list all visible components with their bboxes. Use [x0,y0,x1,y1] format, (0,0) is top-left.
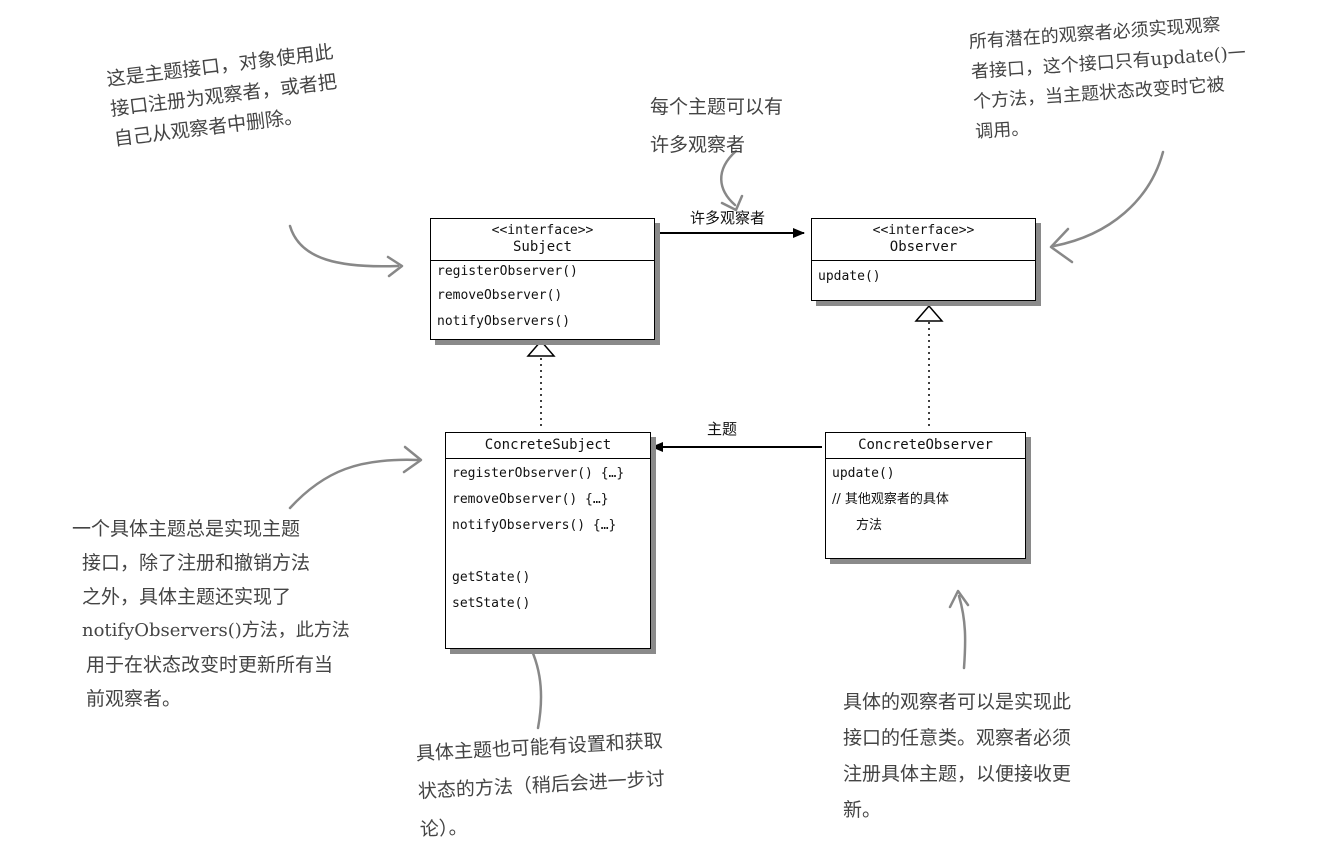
concrete-subject-box: ConcreteSubject registerObserver() {…} r… [445,432,651,649]
subject-header: <<interface>> Subject [431,219,654,261]
concrete-observer-op: 方法 [856,518,883,533]
concrete-subject-op: getState() [452,570,531,585]
concrete-observer-op: update() [832,466,895,481]
concrete-observer-note-arrow [957,594,967,670]
note-line: 前观察者。 [86,688,182,710]
many-observers-arrow-head [720,194,744,212]
many-observers-note: 每个主题可以有 许多观察者 [650,88,783,164]
state-methods-note: 具体主题也可能有设置和获取 状态的方法（稍后会进一步讨 论）。 [415,722,668,849]
note-line: 每个主题可以有 [650,96,784,118]
many-observers-arrow [720,149,738,207]
concrete-subject-op: setState() [452,596,531,611]
concrete-subject-header: ConcreteSubject [446,433,650,459]
observer-stereotype: <<interface>> [872,223,975,238]
subject-operations: registerObserver() removeObserver() noti… [431,261,654,339]
subject-op: registerObserver() [437,264,578,279]
note-line: 许多观察者 [650,134,746,156]
subject-note-arrow-head [386,255,404,278]
subject-interface-box: <<interface>> Subject registerObserver()… [430,218,655,340]
note-line: 一个具体主题总是实现主题 [72,518,301,540]
concrete-observer-header: ConcreteObserver [826,433,1025,459]
subject-realization-triangle [526,339,556,357]
observers-association-label: 许多观察者 [690,209,766,227]
concrete-subject-op: removeObserver() {…} [452,492,609,507]
note-line: 新。 [843,799,882,821]
concrete-subject-op: notifyObservers() {…} [452,518,617,533]
concrete-observer-note: 具体的观察者可以是实现此 接口的任意类。观察者必须 注册具体主题，以便接收更 新… [843,684,1071,828]
concrete-subject-op: registerObserver() {…} [452,466,625,481]
observer-operations: update() [812,261,1035,293]
observer-header: <<interface>> Observer [812,219,1035,261]
subject-association-label: 主题 [707,420,738,438]
observer-interface-note: 所有潜在的观察者必须实现观察 者接口，这个接口只有update()一 个方法，当… [968,9,1251,148]
concrete-subject-name: ConcreteSubject [484,437,612,453]
note-line: notifyObservers()方法，此方法 [82,620,350,641]
note-line: 注册具体主题，以便接收更 [843,763,1072,785]
concrete-subject-note-arrow-head [402,445,423,474]
concrete-observer-name: ConcreteObserver [858,437,993,453]
observer-note-arrow [1052,150,1165,248]
subject-name: Subject [512,239,572,255]
note-line: 接口的任意类。观察者必须 [843,727,1072,749]
note-line: 接口，除了注册和撤销方法 [82,552,311,574]
note-line: 用于在状态改变时更新所有当 [86,654,334,676]
subject-op: removeObserver() [437,288,563,303]
concrete-observer-box: ConcreteObserver update() // 其他观察者的具体 方法 [825,432,1026,559]
concrete-subject-note-arrow [288,458,420,510]
subject-op: notifyObservers() [437,314,571,329]
concrete-observer-note-arrow-head [948,589,970,609]
observer-interface-box: <<interface>> Observer update() [811,218,1036,301]
note-line: 之外，具体主题还实现了 [82,586,292,608]
concrete-subject-operations: registerObserver() {…} removeObserver() … [446,459,650,621]
observer-op: update() [818,269,881,284]
observer-name: Observer [889,239,958,255]
observer-note-arrow-head [1049,227,1074,264]
subject-note-arrow [288,224,400,268]
observer-realization-triangle [914,304,944,322]
concrete-observer-op: // 其他观察者的具体 [832,492,949,507]
subject-stereotype: <<interface>> [491,223,594,238]
concrete-observer-operations: update() // 其他观察者的具体 方法 [826,459,1025,543]
note-line: 具体的观察者可以是实现此 [843,691,1072,713]
concrete-subject-note: 一个具体主题总是实现主题 接口，除了注册和撤销方法 之外，具体主题还实现了 no… [72,512,350,716]
